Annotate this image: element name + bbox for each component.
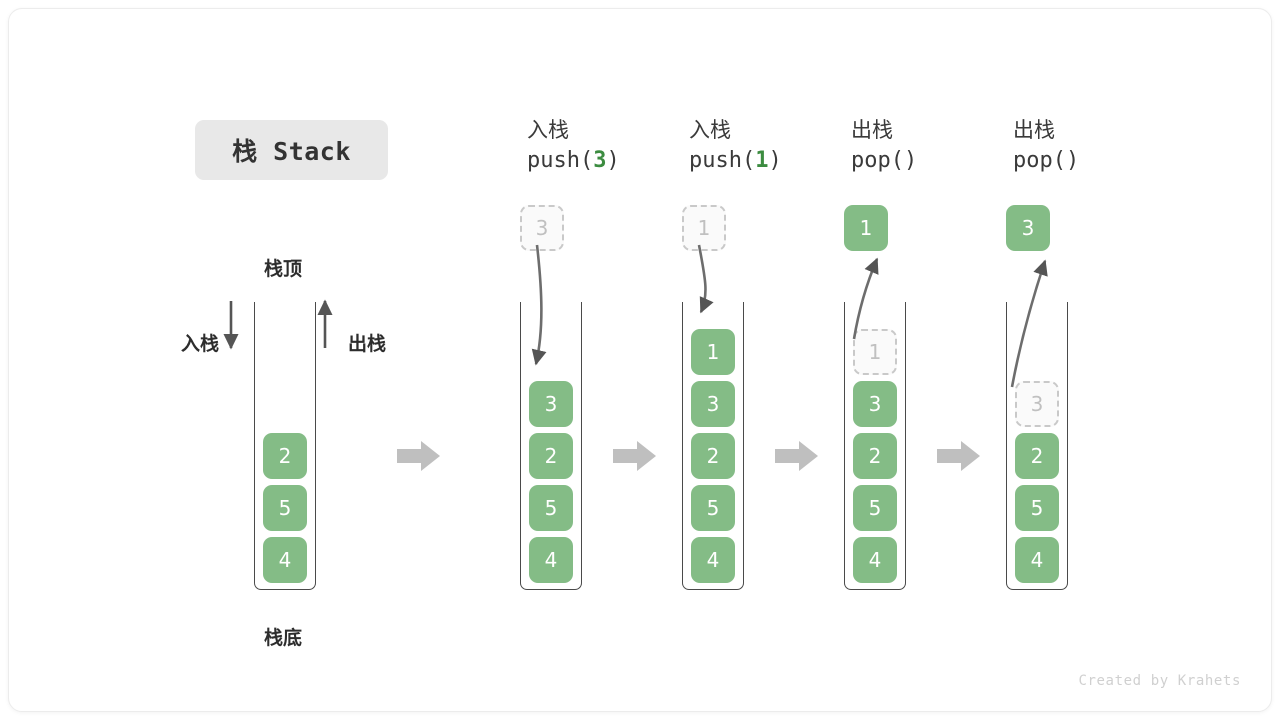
stack-top-label: 栈顶 (264, 258, 303, 280)
push-direction-label: 入栈 (181, 333, 220, 355)
stack-cell: 2 (1015, 433, 1059, 479)
stack-cell: 5 (263, 485, 307, 531)
stack-cell: 4 (691, 537, 735, 583)
stack-bottom-label: 栈底 (264, 627, 303, 649)
op-caption-push-3: 入栈 push(3) (527, 115, 677, 177)
op-caption-push-1: 入栈 push(1) (689, 115, 839, 177)
stack-cell: 5 (1015, 485, 1059, 531)
op-code-num: 1 (755, 148, 769, 173)
page-title: 栈 Stack (232, 137, 351, 166)
op-caption-code: push(1) (689, 145, 839, 177)
op-code-suffix: ) (768, 148, 782, 173)
stack-cell: 3 (1015, 381, 1059, 427)
flow-arrow-icon (937, 439, 981, 473)
stack-column-push-3 (520, 302, 582, 590)
op-caption-code: pop() (851, 145, 1001, 177)
floating-cell-push-3: 3 (520, 205, 564, 251)
stack-cell: 5 (529, 485, 573, 531)
stack-cell: 3 (691, 381, 735, 427)
stack-column-pop-3 (1006, 302, 1068, 590)
diagram-title-chip: 栈 Stack (195, 120, 388, 180)
op-code-prefix: push( (689, 148, 756, 173)
diagram-card: 栈 Stack 栈顶 栈底 入栈 出栈 入栈 push(3) 入栈 push(1… (8, 8, 1272, 712)
op-code-suffix: ) (903, 148, 918, 173)
op-code-prefix: pop( (1013, 148, 1066, 173)
op-code-prefix: push( (527, 148, 594, 173)
flow-arrow-icon (775, 439, 819, 473)
stack-cell: 4 (529, 537, 573, 583)
op-code-prefix: pop( (851, 148, 904, 173)
footer-credit: Created by Krahets (1078, 673, 1241, 689)
stack-cell: 2 (263, 433, 307, 479)
op-caption-code: push(3) (527, 145, 677, 177)
stack-column-push-1 (682, 302, 744, 590)
flow-arrow-icon (613, 439, 657, 473)
op-caption-pop-1: 出栈 pop() (851, 115, 1001, 177)
op-code-suffix: ) (606, 148, 620, 173)
stack-cell: 4 (1015, 537, 1059, 583)
stack-cell: 2 (529, 433, 573, 479)
stack-cell: 2 (691, 433, 735, 479)
op-caption-cn: 入栈 (527, 118, 569, 142)
op-caption-code: pop() (1013, 145, 1163, 177)
flow-arrow-icon (397, 439, 441, 473)
op-caption-pop-3: 出栈 pop() (1013, 115, 1163, 177)
floating-cell-pop-1: 1 (844, 205, 888, 251)
stack-cell: 1 (691, 329, 735, 375)
op-caption-cn: 出栈 (851, 118, 893, 142)
op-code-num: 3 (593, 148, 607, 173)
op-caption-cn: 入栈 (689, 118, 731, 142)
stack-cell: 1 (853, 329, 897, 375)
stack-column-initial (254, 302, 316, 590)
stack-cell: 5 (691, 485, 735, 531)
floating-cell-push-1: 1 (682, 205, 726, 251)
floating-cell-pop-3: 3 (1006, 205, 1050, 251)
stack-cell: 5 (853, 485, 897, 531)
stack-cell: 3 (529, 381, 573, 427)
stack-cell: 4 (263, 537, 307, 583)
op-code-suffix: ) (1065, 148, 1080, 173)
stack-cell: 4 (853, 537, 897, 583)
stack-cell: 2 (853, 433, 897, 479)
op-caption-cn: 出栈 (1013, 118, 1055, 142)
pop-direction-label: 出栈 (348, 333, 387, 355)
stack-column-pop-1 (844, 302, 906, 590)
stack-cell: 3 (853, 381, 897, 427)
